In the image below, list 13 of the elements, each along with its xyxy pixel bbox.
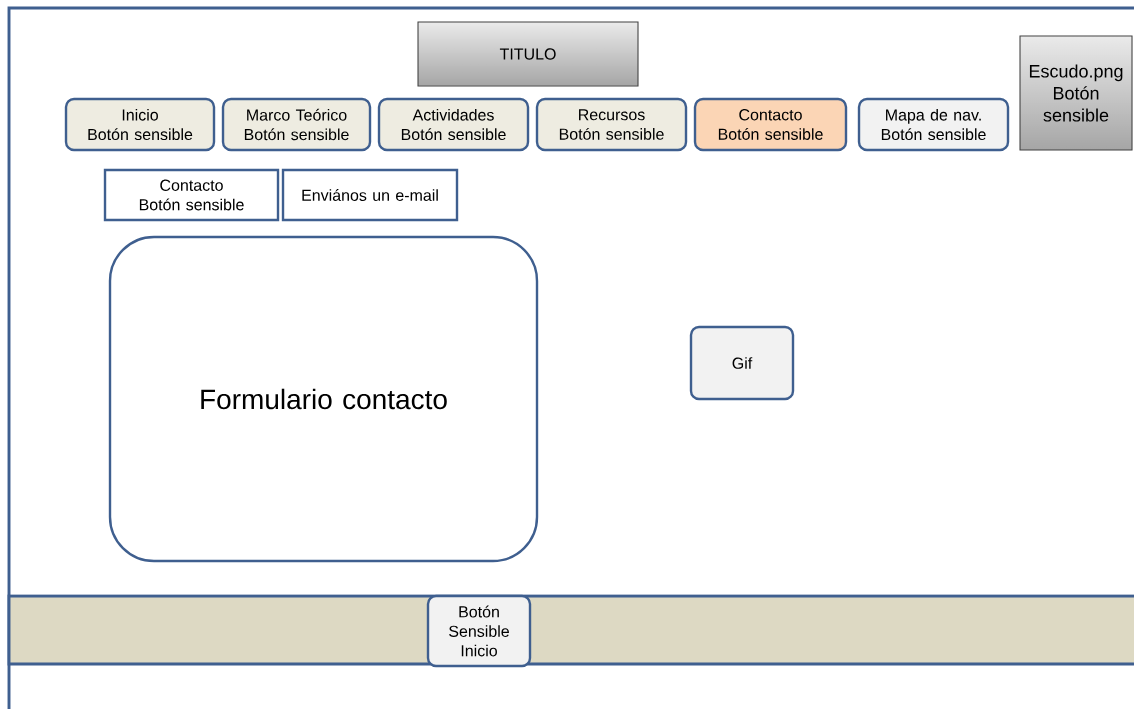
nav-button: Recursos Botón sensible: [535, 97, 688, 152]
nav-button: Inicio Botón sensible: [64, 97, 216, 152]
title-box: TITULO: [417, 21, 639, 87]
subtitle-box: Enviános un e-mail: [281, 168, 459, 222]
nav-button: Marco Teórico Botón sensible: [221, 97, 372, 152]
section-title-box: Contacto Botón sensible: [103, 168, 280, 222]
nav-button: Actividades Botón sensible: [377, 97, 530, 152]
image-button-box: Escudo.png Botón sensible: [1019, 35, 1133, 151]
nav-button: Mapa de nav. Botón sensible: [857, 97, 1010, 152]
gif-box: Gif: [689, 325, 795, 401]
footer-button: Botón Sensible Inicio: [426, 594, 532, 668]
contact-form-box: Formulario contacto: [108, 235, 539, 563]
nav-button: Contacto Botón sensible: [693, 97, 848, 152]
